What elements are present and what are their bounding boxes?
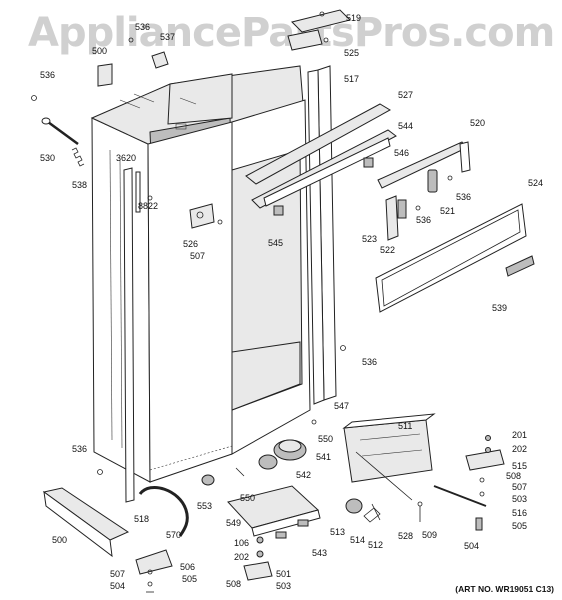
arm-516 xyxy=(433,485,487,507)
hinge-bracket-520 xyxy=(377,141,467,189)
label-553: 553 xyxy=(197,501,213,511)
label-537: 537 xyxy=(160,32,176,42)
left-rail xyxy=(123,167,135,503)
label-530: 530 xyxy=(40,153,56,163)
label-524: 524 xyxy=(528,178,544,188)
label-106: 106 xyxy=(234,538,250,548)
label-520: 520 xyxy=(470,118,486,128)
top-bracket xyxy=(291,9,351,33)
label-536: 536 xyxy=(362,357,378,367)
label-508: 508 xyxy=(506,471,522,481)
label-536: 536 xyxy=(72,444,88,454)
label-3620: 3620 xyxy=(116,153,137,163)
cap-553 xyxy=(201,474,215,486)
base-rail-500 xyxy=(42,487,130,558)
cam-521 xyxy=(427,169,438,193)
label-504: 504 xyxy=(464,541,480,551)
label-550: 550 xyxy=(318,434,334,444)
label-543: 543 xyxy=(312,548,328,558)
label-525: 525 xyxy=(344,48,360,58)
cabinet-case xyxy=(90,65,311,483)
long-rail-527 xyxy=(245,103,392,185)
label-515: 515 xyxy=(512,461,528,471)
label-521: 521 xyxy=(440,206,456,216)
label-201: 201 xyxy=(512,430,528,440)
clip-546 xyxy=(363,157,374,168)
label-541: 541 xyxy=(316,452,332,462)
label-500: 500 xyxy=(52,535,68,545)
label-527: 527 xyxy=(398,90,414,100)
badge-539 xyxy=(505,255,535,277)
label-516: 516 xyxy=(512,508,528,518)
label-514: 514 xyxy=(350,535,366,545)
label-506: 506 xyxy=(180,562,196,572)
bracket-501 xyxy=(243,561,273,581)
label-507: 507 xyxy=(512,482,528,492)
clip-545 xyxy=(273,205,284,216)
label-544: 544 xyxy=(398,121,414,131)
label-536: 536 xyxy=(456,192,472,202)
wire-528 xyxy=(355,451,413,501)
label-511: 511 xyxy=(398,421,413,431)
label-519: 519 xyxy=(346,13,362,23)
label-509: 509 xyxy=(422,530,438,540)
label-503: 503 xyxy=(512,494,528,504)
label-526: 526 xyxy=(183,239,199,249)
label-8822: 8822 xyxy=(138,201,159,211)
label-504: 504 xyxy=(110,581,126,591)
label-536: 536 xyxy=(416,215,432,225)
label-202: 202 xyxy=(234,552,250,562)
bracket-506 xyxy=(135,549,173,575)
label-505: 505 xyxy=(512,521,528,531)
control-housing-511 xyxy=(342,413,436,483)
label-536: 536 xyxy=(135,22,151,32)
label-542: 542 xyxy=(296,470,312,480)
label-513: 513 xyxy=(330,527,346,537)
label-550: 550 xyxy=(240,493,256,503)
label-539: 539 xyxy=(492,303,508,313)
label-518: 518 xyxy=(134,514,150,524)
part-522 xyxy=(397,199,407,219)
label-549: 549 xyxy=(226,518,242,528)
hinge-bracket xyxy=(97,63,113,87)
door-panel-524 xyxy=(375,203,527,313)
part-542 xyxy=(258,454,278,470)
label-500: 500 xyxy=(92,46,108,56)
label-507: 507 xyxy=(190,251,206,261)
label-547: 547 xyxy=(334,401,350,411)
label-546: 546 xyxy=(394,148,410,158)
hinge-pin xyxy=(41,117,85,167)
label-202: 202 xyxy=(512,444,528,454)
label-501: 501 xyxy=(276,569,292,579)
part-513 xyxy=(345,498,363,514)
bracket-523 xyxy=(385,195,399,241)
strip-3620 xyxy=(135,171,141,213)
label-570: 570 xyxy=(166,530,182,540)
bracket-526 xyxy=(189,203,215,229)
label-523: 523 xyxy=(362,234,378,244)
label-545: 545 xyxy=(268,238,284,248)
label-507: 507 xyxy=(110,569,126,579)
label-508: 508 xyxy=(226,579,242,589)
label-505: 505 xyxy=(182,574,198,584)
art-number: (ART NO. WR19051 C13) xyxy=(455,584,554,594)
label-517: 517 xyxy=(344,74,360,84)
label-538: 538 xyxy=(72,180,88,190)
label-512: 512 xyxy=(368,540,384,550)
label-503: 503 xyxy=(276,581,292,591)
part-514 xyxy=(363,507,381,523)
bracket-515 xyxy=(465,449,505,471)
hose-570 xyxy=(138,485,189,537)
label-528: 528 xyxy=(398,531,414,541)
label-536: 536 xyxy=(40,70,56,80)
label-522: 522 xyxy=(380,245,396,255)
